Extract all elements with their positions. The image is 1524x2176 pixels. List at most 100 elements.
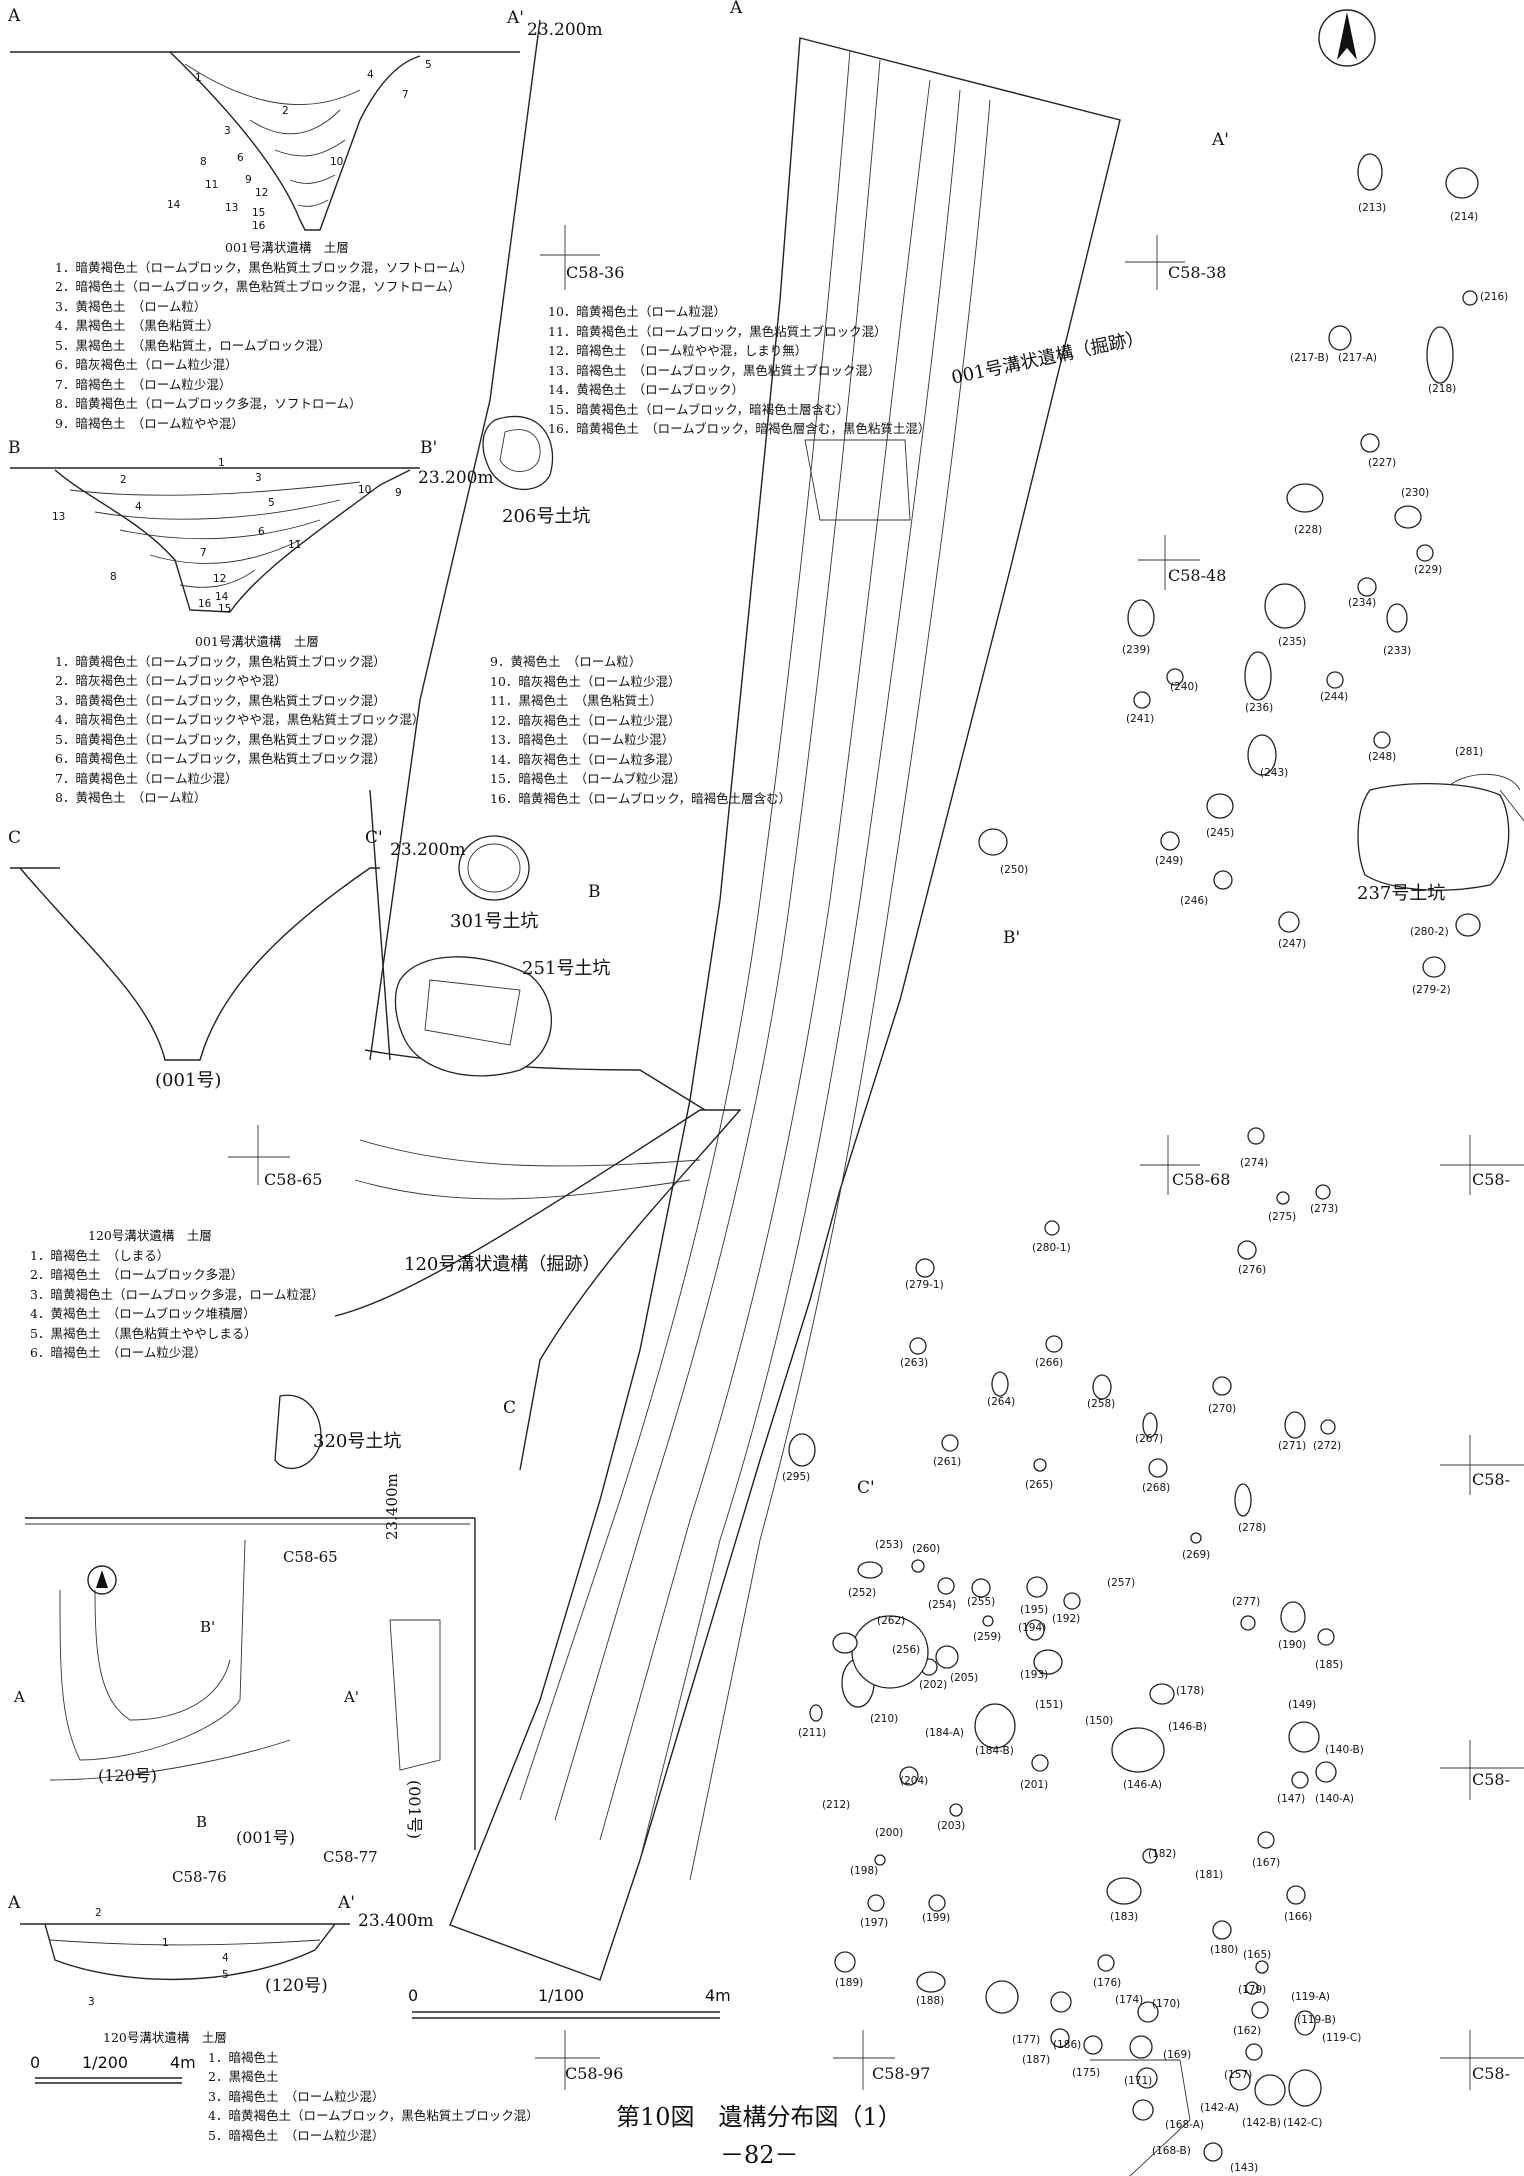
legend-item: 3．暗褐色土 （ローム粒少混）	[208, 2088, 385, 2104]
legend-title: 001号溝状遺構 土層	[195, 634, 319, 649]
section-bb-right-mark: B'	[420, 438, 438, 458]
legend-item: 16．暗黄褐色土 （ロームブロック，暗褐色層含む，黒色粘質土混）	[548, 421, 931, 436]
aa-layer-6: 6	[237, 152, 244, 164]
legend-item: 6．暗褐色土 （ローム粒少混）	[30, 1345, 207, 1360]
pit-number-label: (258)	[1087, 1398, 1116, 1410]
pit-number-label: (254)	[928, 1599, 957, 1611]
legend-item: 4．黄褐色土 （ロームブロック堆積層）	[30, 1306, 256, 1321]
grid-label-c58-65: C58-65	[264, 1170, 323, 1189]
inset-plan-b-prime: B'	[200, 1618, 216, 1636]
inset-layer-1: 1	[162, 1937, 169, 1949]
legend-item: 4．暗灰褐色土（ロームブロックやや混，黒色粘質土ブロック混）	[55, 712, 425, 727]
bb-layer-1: 1	[218, 457, 225, 469]
legend-item: 1．暗褐色土	[208, 2049, 279, 2065]
pit-number-label: (119-B)	[1297, 2014, 1336, 2026]
legend-item: 8．黄褐色土 （ローム粒）	[55, 790, 207, 805]
pit-number-label: (200)	[875, 1827, 904, 1839]
ditch-001	[449, 37, 1121, 1981]
legend-item: 9．暗褐色土 （ローム粒やや混）	[55, 415, 244, 431]
pit-number-label: (261)	[933, 1456, 962, 1468]
pit-number-label: (198)	[850, 1865, 879, 1877]
section-bb-left-mark: B	[8, 438, 21, 458]
pit-number-label: (264)	[987, 1396, 1016, 1408]
inset-label-120: (120号)	[98, 1766, 158, 1785]
bb-layer-8: 8	[110, 571, 117, 583]
pit-number-label: (186)	[1053, 2039, 1082, 2051]
pit-number-label: (201)	[1020, 1779, 1049, 1791]
pit-number-label: (184-B)	[975, 1745, 1014, 1757]
inset-grid-c58-77: C58-77	[323, 1848, 378, 1866]
legend-item: 5．暗黄褐色土（ロームブロック，黒色粘質土ブロック混）	[55, 731, 386, 747]
pit-number-label: (140-A)	[1315, 1793, 1354, 1805]
pit-number-label: (142-A)	[1200, 2102, 1239, 2114]
bb-layer-7: 7	[200, 547, 207, 559]
pit-number-label: (192)	[1052, 1613, 1081, 1625]
pit-number-label: (218)	[1428, 383, 1457, 395]
scale-bar-inset	[35, 2077, 182, 2084]
pit-number-label: (234)	[1348, 597, 1377, 609]
scale-main-zero: 0	[408, 1986, 419, 2005]
pit-number-label: (205)	[950, 1672, 979, 1684]
pit-237-label: 237号土坑	[1357, 883, 1446, 904]
pit-number-label: (246)	[1180, 895, 1209, 907]
pit-number-label: (194)	[1018, 1622, 1047, 1634]
pit-number-label: (182)	[1148, 1848, 1177, 1860]
pit-number-label: (259)	[973, 1631, 1002, 1643]
pit-number-label: (162)	[1233, 2025, 1262, 2037]
legend-item: 13．暗褐色土 （ローム粒少混）	[490, 732, 675, 747]
legend-item: 12．暗褐色土 （ローム粒やや混，しまり無）	[548, 343, 808, 358]
section-cc-label: (001号)	[155, 1070, 222, 1091]
aa-layer-2: 2	[282, 105, 289, 117]
legend-item: 10．暗灰褐色土（ローム粒少混）	[490, 673, 681, 689]
pit-number-label: (211)	[798, 1727, 827, 1739]
pit-number-label: (147)	[1277, 1793, 1306, 1805]
pit-number-label: (216)	[1480, 291, 1509, 303]
pit-number-label: (236)	[1245, 702, 1274, 714]
pit-number-label: (187)	[1022, 2054, 1051, 2066]
plan-b-mark: B	[588, 882, 601, 902]
pit-number-label: (157)	[1224, 2069, 1253, 2081]
bb-layer-10: 10	[358, 484, 372, 496]
aa-layer-9: 9	[245, 174, 252, 186]
bb-layer-16: 16	[198, 598, 212, 610]
pit-number-label: (245)	[1206, 827, 1235, 839]
pit-number-label: (235)	[1278, 636, 1307, 648]
pit-number-label: (167)	[1252, 1857, 1281, 1869]
aa-layer-13: 13	[225, 202, 239, 214]
pit-number-label: (189)	[835, 1977, 864, 1989]
pit-number-label: (281)	[1455, 746, 1484, 758]
legend-item: 3．暗黄褐色土（ロームブロック多混，ローム粒混）	[30, 1286, 324, 1302]
pit-number-label: (274)	[1240, 1157, 1269, 1169]
pit-number-label: (180)	[1210, 1944, 1239, 1956]
pit-number-label: (202)	[919, 1679, 948, 1691]
section-cc	[10, 867, 380, 1061]
pit-number-label: (183)	[1110, 1911, 1139, 1923]
grid-crosses	[228, 225, 1524, 2090]
pit-number-label: (143)	[1230, 2162, 1259, 2174]
pit-number-label: (204)	[900, 1775, 929, 1787]
pit-number-label: (256)	[892, 1644, 921, 1656]
ditch-120-label: 120号溝状遺構（掘跡）	[404, 1254, 601, 1275]
legend-item: 5．黒褐色土 （黒色粘質土，ロームブロック混）	[55, 337, 331, 353]
legend-item: 3．黄褐色土 （ローム粒）	[55, 298, 207, 314]
plan-b-prime-mark: B'	[1003, 928, 1021, 948]
legend-item: 14．暗灰褐色土（ローム粒多混）	[490, 751, 681, 767]
pit-number-label: (239)	[1122, 644, 1151, 656]
legend-item: 7．暗褐色土 （ローム粒少混）	[55, 376, 232, 392]
plan-a-prime-mark: A'	[1212, 130, 1229, 150]
bb-layer-14: 14	[215, 591, 229, 603]
aa-layer-16: 16	[252, 220, 266, 232]
bb-layer-11: 11	[288, 539, 302, 551]
aa-layer-10: 10	[330, 156, 344, 168]
figure-title: 第10図 遺構分布図（1）	[616, 2103, 902, 2131]
pit-number-label: (230)	[1401, 487, 1430, 499]
pit-number-label: (269)	[1182, 1549, 1211, 1561]
pit-301-label: 301号土坑	[450, 911, 539, 932]
pit-number-label: (268)	[1142, 1482, 1171, 1494]
legend-item: 12．暗灰褐色土（ローム粒少混）	[490, 712, 681, 728]
inset-plan	[25, 1517, 476, 1850]
post-holes	[788, 153, 1481, 2162]
pit-number-label: (217-A)	[1338, 352, 1377, 364]
pit-number-label: (188)	[916, 1995, 945, 2007]
pit-number-label: (270)	[1208, 1403, 1237, 1415]
